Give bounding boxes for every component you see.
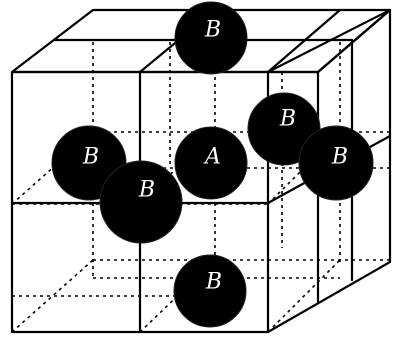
- hidden-line: [11, 259, 94, 333]
- atom-sphere: [298, 125, 374, 201]
- atom-sphere: [99, 160, 183, 244]
- atom-sphere: [174, 1, 248, 75]
- hidden-line: [267, 259, 341, 333]
- atom-bottom: B: [173, 254, 247, 328]
- atom-center: A: [174, 126, 248, 200]
- atom-label: B: [205, 270, 222, 295]
- atom-label: B: [331, 145, 348, 170]
- top-face-mid-line: [266, 8, 342, 74]
- right-face-edge: [316, 8, 392, 74]
- atom-label: B: [138, 178, 155, 203]
- atom-right-back: B: [247, 92, 321, 166]
- atom-sphere: [174, 126, 248, 200]
- atoms: B B B A B B B: [51, 1, 374, 328]
- atom-label: B: [204, 18, 221, 43]
- atom-label: B: [279, 107, 296, 132]
- atom-front-center: B: [99, 160, 183, 244]
- atom-sphere: [173, 254, 247, 328]
- atom-sphere: [247, 92, 321, 166]
- atom-top: B: [174, 1, 248, 75]
- atom-label: B: [82, 145, 99, 170]
- atom-right-front: B: [298, 125, 374, 201]
- atom-label: A: [203, 145, 221, 170]
